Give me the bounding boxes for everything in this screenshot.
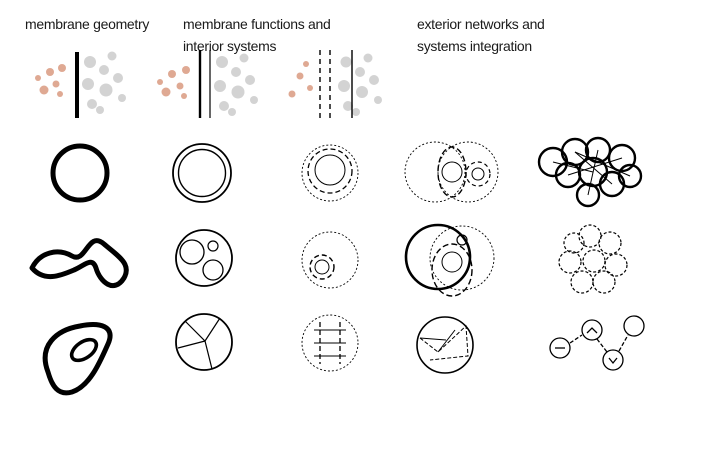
gray-particles	[82, 51, 126, 114]
orange-particles	[157, 66, 190, 99]
membrane-diagram-dashed	[288, 50, 382, 118]
thick-circle-membrane	[50, 143, 110, 203]
dashed-ring-with-core	[301, 144, 359, 202]
node-link-network	[549, 315, 645, 371]
overlapping-membranes	[404, 223, 495, 297]
orange-particles	[288, 61, 313, 98]
cluster-network-dashed	[558, 224, 628, 294]
heading-exterior-networks: exterior networks and systems integratio…	[417, 16, 545, 54]
orange-particles	[35, 64, 66, 97]
membrane-diagram-double	[157, 50, 258, 118]
double-ring-membrane	[172, 143, 232, 203]
gray-particles	[338, 53, 382, 116]
wavy-membrane	[29, 238, 129, 289]
dashed-circle-ladder	[301, 314, 359, 372]
heading-membrane-geometry: membrane geometry	[25, 16, 150, 32]
divided-circle	[175, 313, 233, 371]
heading-membrane-functions: membrane functions and interior systems	[183, 16, 331, 54]
circle-with-web	[416, 316, 474, 374]
nested-oval-membrane	[42, 322, 113, 396]
membrane-diagram-solid	[35, 51, 126, 118]
dashed-ring-with-nucleus	[301, 231, 359, 289]
ring-with-vesicles	[175, 229, 233, 287]
venn-network	[404, 141, 499, 203]
gray-particles	[214, 53, 258, 116]
cluster-network-solid	[537, 136, 643, 208]
